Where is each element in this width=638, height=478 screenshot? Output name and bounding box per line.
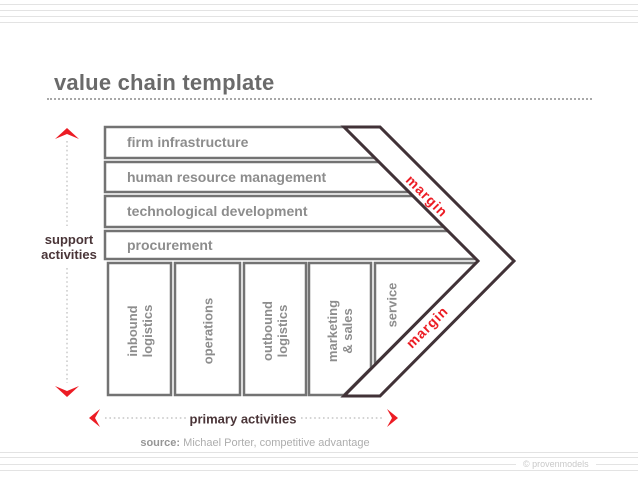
source-text: Michael Porter, competitive advantage (180, 437, 370, 449)
title-divider (47, 98, 592, 100)
primary-activities-label: primary activities (189, 411, 297, 427)
row-label-technological-development: technological development (127, 203, 308, 219)
top-stripe (0, 10, 638, 11)
copyright-text: © provenmodels (516, 458, 596, 470)
chevron-left-icon (89, 409, 100, 427)
margin-arrow-band (340, 125, 517, 398)
column-label-service: service (384, 282, 400, 328)
bottom-stripe (0, 464, 638, 465)
column-label-marketing-sales: marketing & sales (325, 299, 355, 363)
column-shape-outbound-logistics (242, 261, 308, 397)
top-stripe (0, 4, 638, 5)
support-activities-label: support activities (41, 232, 97, 262)
column-label-outbound-logistics: outbound logistics (260, 301, 290, 361)
row-label-procurement: procurement (127, 237, 213, 253)
column-shape-operations (173, 261, 242, 397)
bottom-stripe (0, 470, 638, 471)
chevron-down-icon (55, 386, 79, 397)
chevron-up-icon (55, 128, 79, 139)
bottom-stripe (0, 452, 638, 453)
page-title: value chain template (54, 70, 275, 95)
top-stripe (0, 16, 638, 17)
row-label-firm-infrastructure: firm infrastructure (127, 134, 249, 150)
row-label-human-resource-management: human resource management (127, 169, 327, 185)
chevron-right-icon (387, 409, 398, 427)
source-label: source: (140, 437, 181, 449)
top-stripe (0, 22, 638, 23)
column-label-operations: operations (200, 297, 216, 365)
column-label-inbound-logistics: inbound logistics (125, 304, 155, 358)
source-line: source: Michael Porter, competitive adva… (100, 437, 410, 449)
column-shape-inbound-logistics (106, 261, 173, 397)
bottom-stripe (0, 457, 638, 458)
